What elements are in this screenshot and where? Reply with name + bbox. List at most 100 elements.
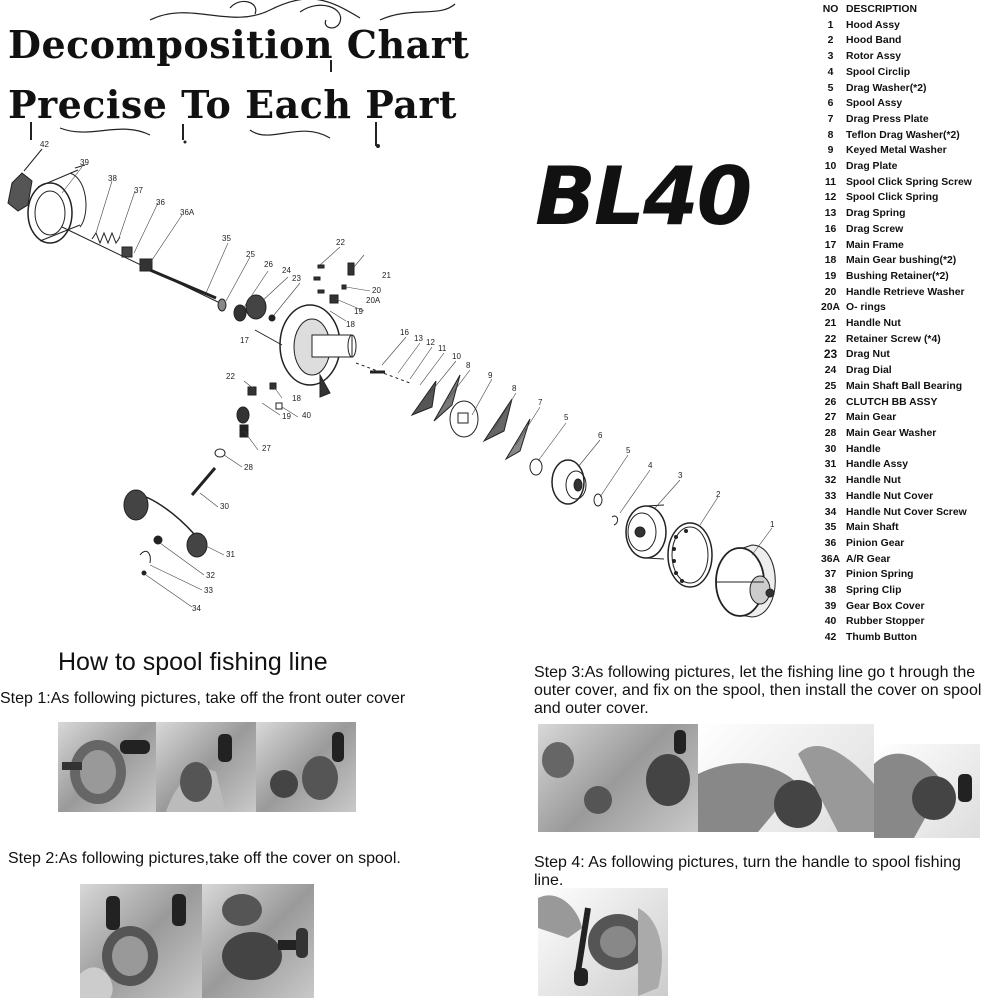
part-description: Bushing Retainer(*2) bbox=[846, 270, 949, 282]
part-gear-box-cover bbox=[27, 164, 87, 244]
part-retainer-screws bbox=[313, 262, 355, 304]
step-3-photo-3 bbox=[874, 744, 980, 838]
label-12: 12 bbox=[426, 338, 435, 347]
parts-row: 35 Main Shaft bbox=[815, 520, 1000, 536]
part-number: 22 bbox=[824, 333, 837, 345]
label-33: 33 bbox=[204, 586, 213, 595]
part-number: 35 bbox=[824, 522, 837, 534]
step-3-photo-2 bbox=[698, 724, 874, 832]
parts-row: 34 Handle Nut Cover Screw bbox=[815, 505, 1000, 521]
part-number: 39 bbox=[824, 600, 837, 612]
part-number: 20A bbox=[820, 302, 841, 314]
part-description: Retainer Screw (*4) bbox=[846, 333, 941, 345]
label-11: 11 bbox=[438, 344, 447, 353]
part-description: Main Shaft bbox=[846, 522, 899, 534]
part-description: Handle Retrieve Washer bbox=[846, 286, 965, 298]
label-5-first: 5 bbox=[564, 413, 569, 422]
header-title-line2: Precise To Each Part bbox=[8, 82, 457, 127]
label-36: 36 bbox=[156, 198, 165, 207]
part-number: 6 bbox=[827, 98, 834, 110]
part-number: 34 bbox=[824, 506, 837, 518]
part-rotor bbox=[625, 504, 667, 560]
label-5-second: 5 bbox=[626, 446, 631, 455]
part-number: 1 bbox=[827, 19, 834, 31]
part-description: Gear Box Cover bbox=[846, 600, 925, 612]
part-description: Drag Washer(*2) bbox=[846, 82, 927, 94]
label-36a: 36A bbox=[180, 208, 195, 217]
label-18-bottom: 18 bbox=[292, 394, 301, 403]
step-2-photo-1 bbox=[80, 884, 202, 998]
part-description: Spool Circlip bbox=[846, 66, 911, 78]
part-description: Handle Nut Cover Screw bbox=[846, 506, 967, 518]
label-30: 30 bbox=[220, 502, 229, 511]
parts-row: 23 Drag Nut bbox=[815, 347, 1000, 363]
label-39: 39 bbox=[80, 158, 89, 167]
label-18-top: 18 bbox=[346, 320, 355, 329]
part-number: 23 bbox=[823, 347, 838, 362]
part-description: Keyed Metal Washer bbox=[846, 145, 947, 157]
part-description: Hood Assy bbox=[846, 19, 900, 31]
label-13: 13 bbox=[414, 334, 423, 343]
part-description: Rubber Stopper bbox=[846, 616, 925, 628]
part-description: Handle Nut bbox=[846, 475, 901, 487]
part-number: 40 bbox=[824, 616, 837, 628]
label-9: 9 bbox=[488, 371, 493, 380]
part-description: Drag Nut bbox=[846, 349, 890, 361]
part-description: Spool Assy bbox=[846, 98, 903, 110]
header-title-line1: Decomposition Chart bbox=[8, 22, 470, 67]
part-number: 21 bbox=[824, 318, 837, 330]
part-description: Main Gear Washer bbox=[846, 427, 937, 439]
part-description: Main Gear bushing(*2) bbox=[846, 255, 957, 267]
step-4-photo bbox=[538, 888, 668, 996]
part-number: 37 bbox=[824, 569, 837, 581]
label-22-bottom: 22 bbox=[226, 372, 235, 381]
part-description: Handle Nut Cover bbox=[846, 490, 934, 502]
col-desc-header: DESCRIPTION bbox=[846, 4, 918, 15]
part-description: Thumb Button bbox=[846, 632, 917, 644]
part-number: 42 bbox=[824, 632, 837, 644]
parts-table-header: NO DESCRIPTION bbox=[815, 2, 1000, 18]
parts-row: 39 Gear Box Cover bbox=[815, 599, 1000, 615]
part-number: 17 bbox=[824, 239, 837, 251]
label-35: 35 bbox=[222, 234, 231, 243]
part-description: Hood Band bbox=[846, 35, 902, 47]
label-1: 1 bbox=[770, 520, 775, 529]
part-description: Spring Clip bbox=[846, 585, 902, 597]
part-description: Handle Assy bbox=[846, 459, 908, 471]
label-2: 2 bbox=[716, 490, 721, 499]
part-hood bbox=[715, 544, 776, 618]
part-hood-band bbox=[667, 522, 713, 588]
part-description: Spool Click Spring Screw bbox=[846, 176, 972, 188]
step-1-photo-3 bbox=[256, 722, 356, 812]
step-4-text: Step 4: As following pictures, turn the … bbox=[534, 854, 961, 889]
label-19-top: 19 bbox=[354, 307, 363, 316]
part-description: Drag Dial bbox=[846, 365, 892, 377]
spool-heading: How to spool fishing line bbox=[58, 648, 328, 676]
part-number: 12 bbox=[824, 192, 837, 204]
label-34: 34 bbox=[192, 604, 201, 613]
model-name: BL40 bbox=[535, 150, 752, 243]
step-3-text: Step 3:As following pictures, let the fi… bbox=[534, 664, 982, 717]
part-number: 30 bbox=[824, 443, 837, 455]
part-number: 8 bbox=[827, 129, 834, 141]
label-8-second: 8 bbox=[512, 384, 517, 393]
part-number: 25 bbox=[824, 380, 837, 392]
